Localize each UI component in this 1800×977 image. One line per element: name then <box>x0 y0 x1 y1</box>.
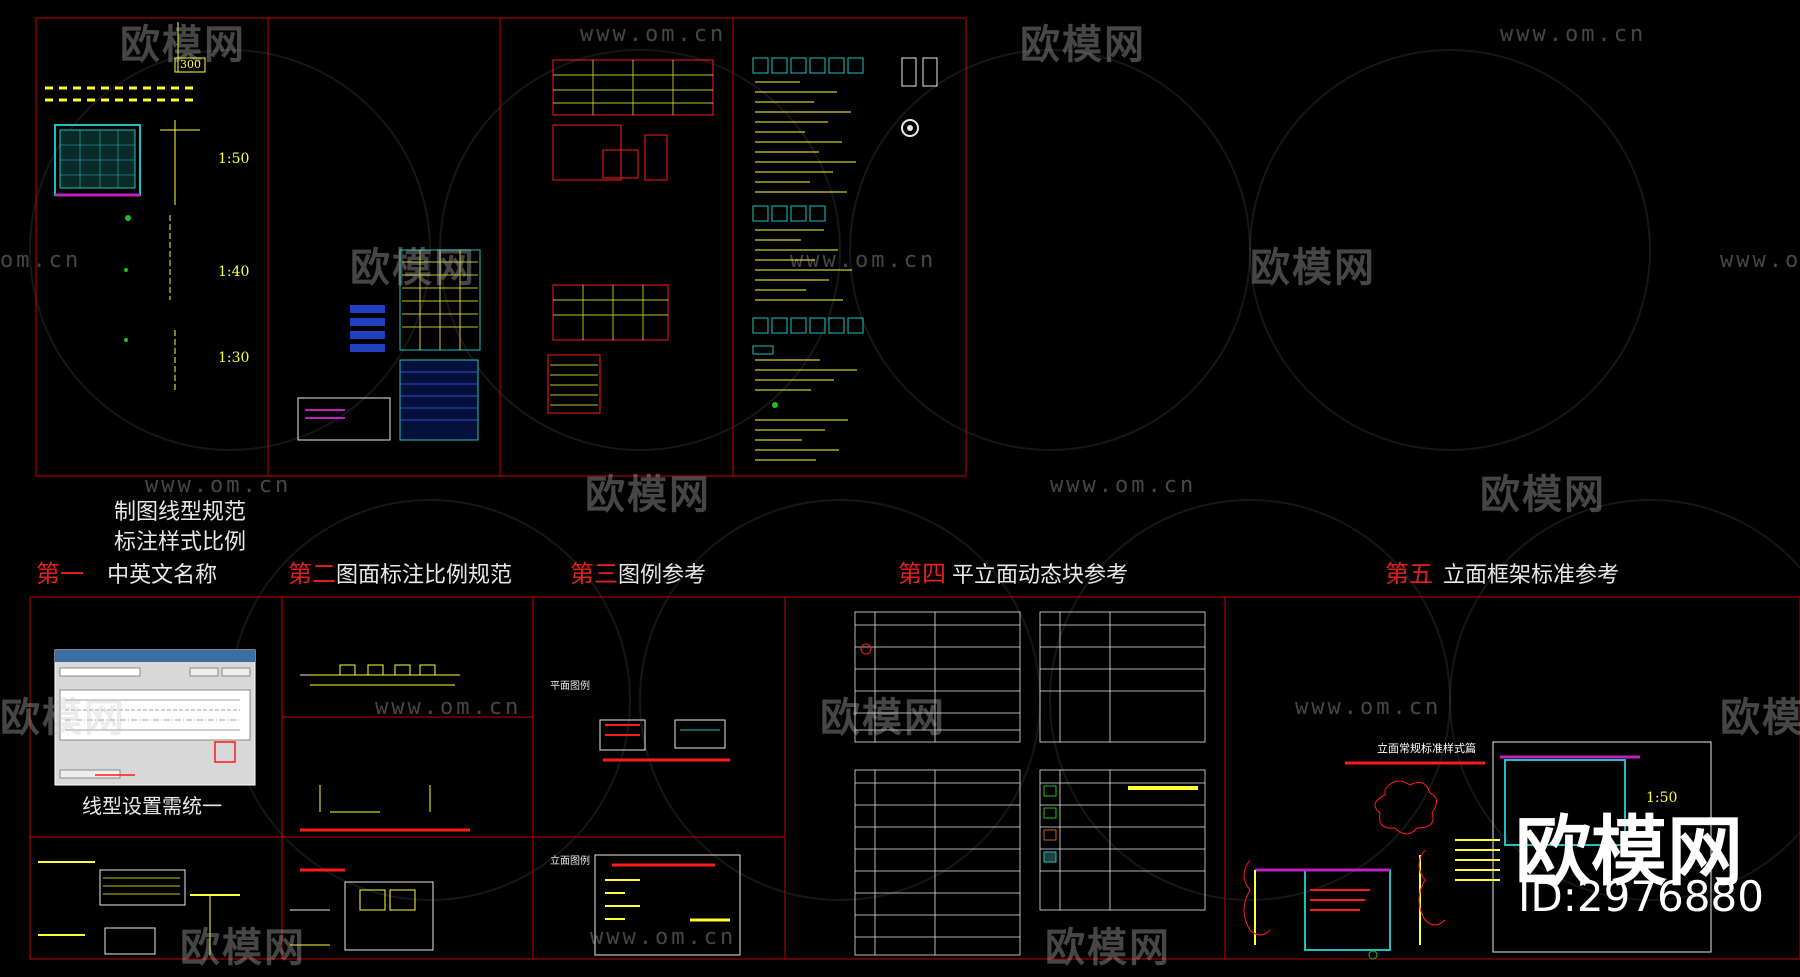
section-number: 第一 <box>36 560 84 588</box>
section-2-heading: 第二图面标注比例规范 <box>288 554 512 589</box>
section-number: 第二 <box>288 560 336 588</box>
dynamic-block-swatches <box>860 643 1198 863</box>
watermark-url: www.om.cn <box>580 22 727 47</box>
section-title: 立面框架标准参考 <box>1443 563 1620 588</box>
top-sheet-frame <box>35 17 967 477</box>
watermark-url: www.om.cn <box>590 925 737 950</box>
panel-annotation-tables <box>297 249 481 441</box>
section-1-heading: 第一 中英文名称 <box>36 554 217 589</box>
panel-dynamic-block-tables <box>854 611 1206 956</box>
section-3-heading: 第三图例参考 <box>570 554 706 589</box>
scale-label: 1:50 <box>1646 790 1678 806</box>
watermark-logo: 欧模网 <box>1250 245 1376 291</box>
linetype-caption: 线型设置需统一 <box>82 794 222 818</box>
watermark-url: www.om.cn <box>1050 473 1197 498</box>
watermark-url: www.om.cn <box>375 695 522 720</box>
panel-cn-en-names <box>38 861 240 955</box>
watermark-logo: 欧模网 <box>585 472 711 518</box>
brand-id: ID:2976880 <box>1518 872 1764 921</box>
plan-legend-label: 平面图例 <box>550 681 590 692</box>
watermark-url: www.om.cn <box>790 248 937 273</box>
section-5-heading: 第五立面框架标准参考 <box>1385 554 1619 589</box>
panel-symbols-legend <box>752 57 938 461</box>
panel-annotation-examples <box>290 664 470 951</box>
elevation-frame-title: 立面常规标准样式篇 <box>1377 742 1476 755</box>
watermark-logo: 欧模网 <box>1480 472 1606 518</box>
section-title: 图例参考 <box>618 563 707 588</box>
watermark-logo: 欧模网 <box>350 245 476 291</box>
section-number: 第四 <box>898 560 946 588</box>
scale-label: 1:40 <box>218 264 250 280</box>
elev-legend-label: 立面图例 <box>550 856 590 867</box>
watermark-url: www.om.cn <box>1500 22 1647 47</box>
watermark-logo: 欧模网 <box>120 22 246 68</box>
section-number: 第五 <box>1385 560 1433 588</box>
watermark-logo: 欧模网 <box>1020 22 1146 68</box>
brand-logo: 欧模网 <box>1515 807 1743 896</box>
bottom-sheet-frame <box>29 596 1800 960</box>
section-number: 第三 <box>570 560 618 588</box>
watermark-logo: 欧模网 <box>180 925 306 971</box>
section-title: 中英文名称 <box>107 563 218 588</box>
section-1-subtitle: 标注样式比例 <box>114 530 247 555</box>
watermark-url: www.om.cn <box>145 473 292 498</box>
watermark-url: www.om.cn <box>1295 695 1442 720</box>
panel-plan-elev-legend <box>594 719 741 956</box>
watermark-logo: 欧模网 <box>1045 925 1171 971</box>
watermark-logo: 欧模网 <box>820 695 946 741</box>
section-title: 图面标注比例规范 <box>336 563 513 588</box>
dimension-value: 300 <box>180 58 201 71</box>
scale-label: 1:50 <box>218 151 250 167</box>
panel-linetype-demo <box>45 22 206 390</box>
panel-elevation-frame <box>1243 741 1712 960</box>
panel-linetype-dialog <box>54 649 256 786</box>
section-4-heading: 第四平立面动态块参考 <box>898 554 1128 589</box>
watermark-url: www.om.cn <box>1720 248 1800 273</box>
scale-label: 1:30 <box>218 350 250 366</box>
panel-legend-tables <box>547 59 714 414</box>
watermark-url: om.cn <box>0 248 82 273</box>
section-title: 平立面动态块参考 <box>952 563 1129 588</box>
watermark-logo: 欧模网 <box>1720 695 1800 741</box>
watermark-logo: 欧模网 <box>0 695 126 741</box>
section-1-subtitle: 制图线型规范 <box>114 500 247 525</box>
